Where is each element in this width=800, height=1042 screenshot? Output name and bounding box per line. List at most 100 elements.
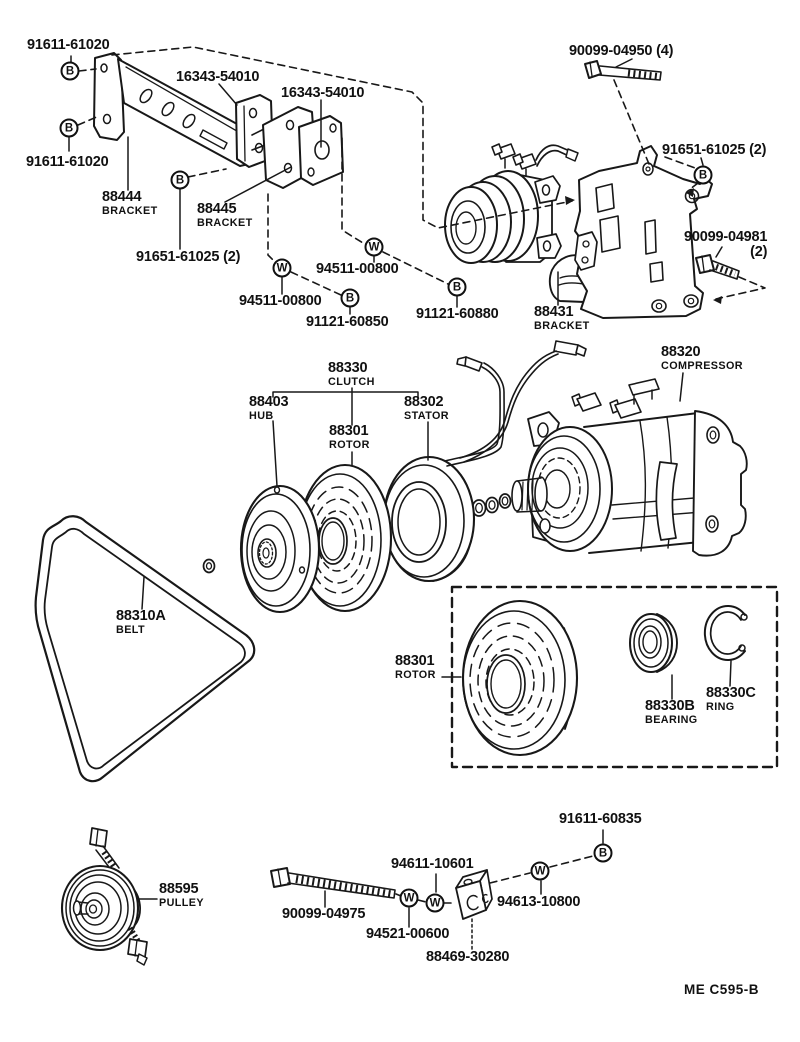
part-number: 88431 bbox=[534, 304, 574, 320]
part-label-91121-60850: 91121-60850 bbox=[306, 314, 389, 330]
part-name: STATOR bbox=[404, 410, 449, 422]
bolt-symbol-icon: B bbox=[59, 118, 79, 138]
part-88310A-belt bbox=[36, 516, 255, 781]
part-label-91121-60880: 91121-60880 bbox=[416, 306, 499, 322]
part-label-90099-04981: 90099-04981(2) bbox=[684, 229, 768, 260]
part-label-94521-00600: 94521-00600 bbox=[366, 926, 450, 942]
part-stator-lead-wires bbox=[445, 341, 586, 466]
part-name: BELT bbox=[116, 624, 145, 636]
part-number: 88444 bbox=[102, 189, 142, 205]
part-number: 90099-04975 bbox=[282, 906, 366, 922]
part-bolt-90099-04950 bbox=[585, 61, 661, 80]
part-label-91611-60835: 91611-60835 bbox=[559, 812, 642, 827]
part-label-94613-10800: 94613-10800 bbox=[497, 894, 581, 910]
part-name: HUB bbox=[249, 410, 274, 422]
part-label-88469-30280: 88469-30280 bbox=[426, 949, 510, 965]
part-label-16343-54010-b: 16343-54010 bbox=[281, 85, 365, 101]
part-88330B-bearing bbox=[630, 614, 677, 672]
washer-symbol-icon: W bbox=[399, 888, 419, 908]
part-number: 91651-61025 (2) bbox=[136, 249, 241, 265]
part-88469-block bbox=[456, 870, 492, 919]
part-number: 88302 bbox=[404, 394, 444, 410]
part-88330C-snap-ring bbox=[705, 606, 747, 660]
part-number: 88330C bbox=[706, 685, 756, 701]
part-number: 88595 bbox=[159, 881, 199, 897]
part-number: 94611-10601 bbox=[391, 856, 474, 872]
part-name: BEARING bbox=[645, 714, 698, 726]
part-88431-bracket bbox=[550, 146, 712, 318]
part-number: 88310A bbox=[116, 608, 166, 624]
part-name: ROTOR bbox=[395, 669, 436, 681]
part-name: BRACKET bbox=[197, 217, 253, 229]
part-number: 88469-30280 bbox=[426, 949, 510, 965]
part-bolt-90099-04981 bbox=[696, 255, 739, 279]
washer-symbol-icon: W bbox=[425, 893, 445, 913]
part-88445-bracket bbox=[252, 107, 343, 188]
washer-symbol-icon: W bbox=[530, 861, 550, 881]
part-compressor-rear-view bbox=[445, 144, 578, 263]
part-88403-hub bbox=[241, 486, 319, 612]
part-88301-rotor bbox=[299, 465, 391, 611]
part-label-94511-00800-left: 94511-00800 bbox=[239, 293, 322, 309]
part-label-94511-00800-right: 94511-00800 bbox=[316, 261, 399, 277]
part-88320-compressor bbox=[512, 379, 747, 556]
bolt-symbol-icon: B bbox=[60, 61, 80, 81]
part-label-94611-10601: 94611-10601 bbox=[391, 856, 474, 872]
part-number: 88301 bbox=[395, 653, 435, 669]
part-number: 91611-61020 bbox=[26, 154, 109, 170]
part-number: 94521-00600 bbox=[366, 926, 450, 942]
part-number: 91611-61020 bbox=[27, 37, 110, 53]
part-number: 91121-60850 bbox=[306, 314, 389, 330]
part-number: 91651-61025 (2) bbox=[662, 142, 767, 158]
part-label-91611-61020-top: 91611-61020 bbox=[27, 37, 110, 53]
part-88301-rotor-kit bbox=[463, 601, 577, 755]
part-number: 16343-54010 bbox=[176, 69, 260, 85]
washer-symbol-icon: W bbox=[272, 258, 292, 278]
bolt-symbol-icon: B bbox=[170, 170, 190, 190]
part-label-90099-04950: 90099-04950 (4) bbox=[569, 43, 674, 59]
part-label-90099-04975: 90099-04975 bbox=[282, 906, 366, 922]
part-label-16343-54010-a: 16343-54010 bbox=[176, 69, 260, 85]
part-name: BRACKET bbox=[102, 205, 158, 217]
part-number: 88320 bbox=[661, 344, 701, 360]
part-small-nut bbox=[204, 560, 215, 573]
part-number: 94511-00800 bbox=[239, 293, 322, 309]
part-name: PULLEY bbox=[159, 897, 204, 909]
part-number: 90099-04981 bbox=[684, 229, 768, 245]
part-number: 90099-04950 (4) bbox=[569, 43, 674, 59]
part-label-91651-61025-left: 91651-61025 (2) bbox=[136, 249, 241, 265]
alignment-arrowheads bbox=[565, 188, 722, 304]
part-88302-stator bbox=[384, 457, 474, 581]
part-number: 94613-10800 bbox=[497, 894, 581, 910]
part-number: 88330B bbox=[645, 698, 695, 714]
part-label-91651-61025-right: 91651-61025 (2) bbox=[662, 142, 767, 158]
part-number: 88301 bbox=[329, 423, 369, 439]
part-name: BRACKET bbox=[534, 320, 590, 332]
part-number: 16343-54010 bbox=[281, 85, 365, 101]
bolt-symbol-icon: B bbox=[593, 843, 613, 863]
part-number: 91121-60880 bbox=[416, 306, 499, 322]
part-number: 94511-00800 bbox=[316, 261, 399, 277]
part-name: ROTOR bbox=[329, 439, 370, 451]
bolt-symbol-icon: B bbox=[693, 165, 713, 185]
part-bolt-90099-04975 bbox=[271, 868, 395, 898]
washer-symbol-icon: W bbox=[364, 237, 384, 257]
bolt-symbol-icon: B bbox=[340, 288, 360, 308]
bolt-symbol-icon: B bbox=[447, 277, 467, 297]
part-name: RING bbox=[706, 701, 735, 713]
part-88444-bracket bbox=[94, 53, 257, 166]
part-o-rings bbox=[473, 494, 511, 516]
part-number: 88403 bbox=[249, 394, 289, 410]
